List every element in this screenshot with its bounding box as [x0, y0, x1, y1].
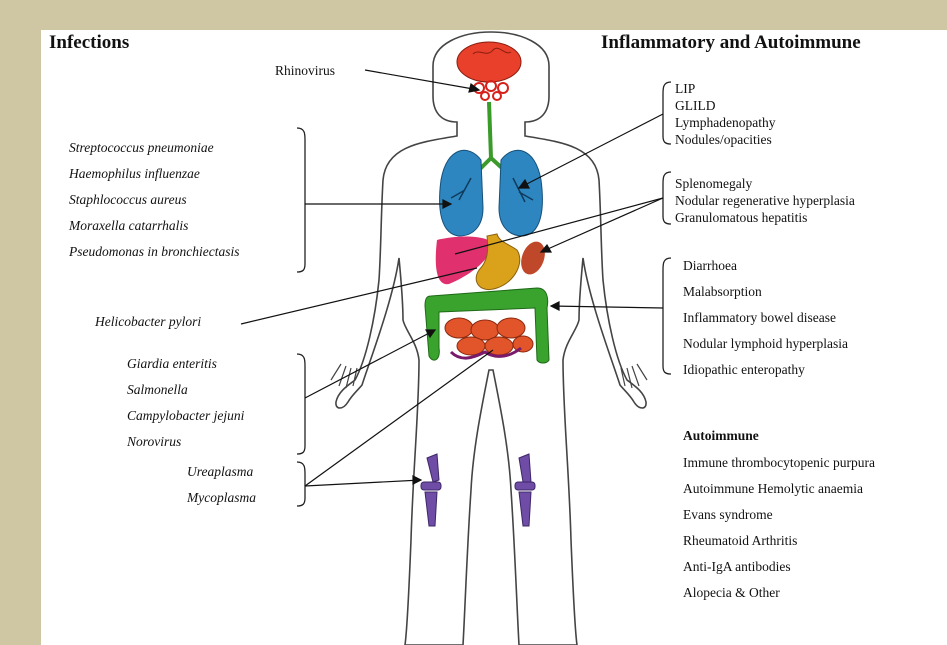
gut-inflammatory-item: Nodular lymphoid hyperplasia: [683, 336, 848, 352]
infections-heading: Infections: [49, 32, 129, 54]
bracket-liver: [663, 172, 671, 224]
joint-infection-item: Mycoplasma: [187, 490, 256, 506]
autoimmune-item: Alopecia & Other: [683, 585, 780, 601]
line-lung: [519, 114, 663, 188]
autoimmune-item: Immune thrombocytopenic purpura: [683, 455, 875, 471]
gut-inflammatory-item: Idiopathic enteropathy: [683, 362, 805, 378]
gut-infection-item: Campylobacter jejuni: [127, 408, 244, 424]
knee-joints: [421, 454, 535, 526]
diagram-panel: Infections Inflammatory and Autoimmune R…: [41, 30, 947, 645]
gut-infection-item: Salmonella: [127, 382, 188, 398]
hpylori-label: Helicobacter pylori: [95, 314, 201, 330]
bracket-gut-right: [663, 258, 671, 374]
autoimmune-item: Anti-IgA antibodies: [683, 559, 791, 575]
bracket-gut: [297, 354, 305, 454]
autoimmune-item: Rheumatoid Arthritis: [683, 533, 797, 549]
line-joints-2: [305, 350, 493, 486]
brain: [457, 42, 521, 82]
respiratory-item: Moraxella catarrhalis: [69, 218, 188, 234]
lung-item: Nodules/opacities: [675, 132, 772, 148]
line-joints-1: [305, 480, 421, 486]
gut-inflammatory-item: Inflammatory bowel disease: [683, 310, 836, 326]
bracket-lung: [663, 82, 671, 144]
line-liver-1: [455, 198, 663, 254]
spleen: [517, 238, 549, 277]
autoimmune-item: Autoimmune Hemolytic anaemia: [683, 481, 863, 497]
lung-item: GLILD: [675, 98, 716, 114]
bracket-joints: [297, 462, 305, 506]
gut-infection-item: Norovirus: [127, 434, 181, 450]
gut-infection-item: Giardia enteritis: [127, 356, 217, 372]
line-gut: [305, 330, 435, 398]
lung-item: Lymphadenopathy: [675, 115, 775, 131]
liver-spleen-item: Granulomatous hepatitis: [675, 210, 807, 226]
autoimmune-item: Evans syndrome: [683, 507, 773, 523]
respiratory-item: Staphlococcus aureus: [69, 192, 187, 208]
rhinovirus-label: Rhinovirus: [275, 63, 335, 79]
left-lung: [440, 150, 483, 236]
joint-infection-item: Ureaplasma: [187, 464, 253, 480]
respiratory-item: Haemophilus influenzae: [69, 166, 200, 182]
gut-inflammatory-item: Malabsorption: [683, 284, 762, 300]
respiratory-item: Streptococcus pneumoniae: [69, 140, 214, 156]
inflammatory-heading: Inflammatory and Autoimmune: [601, 32, 861, 54]
hands: [331, 364, 647, 388]
respiratory-item: Pseudomonas in bronchiectasis: [69, 244, 239, 260]
gut-inflammatory-item: Diarrhoea: [683, 258, 737, 274]
autoimmune-title: Autoimmune: [683, 428, 759, 444]
liver-spleen-item: Nodular regenerative hyperplasia: [675, 193, 855, 209]
lung-item: LIP: [675, 81, 695, 97]
bracket-respiratory: [297, 128, 305, 272]
liver-spleen-item: Splenomegaly: [675, 176, 752, 192]
